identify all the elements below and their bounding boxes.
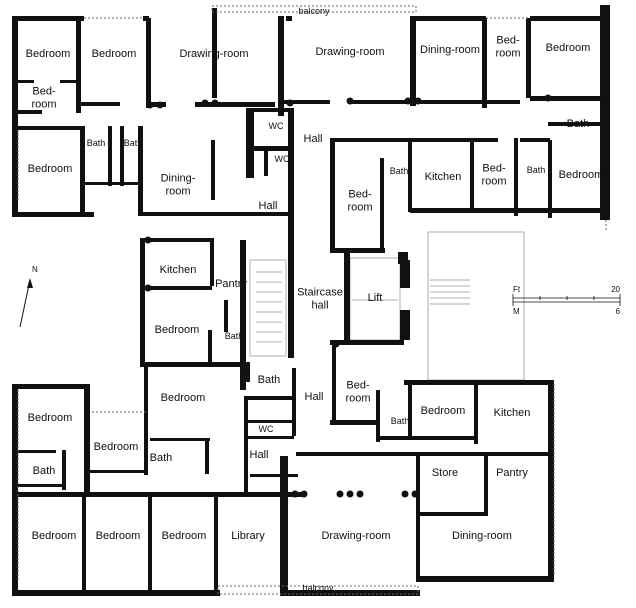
room-label: Bath — [527, 165, 546, 175]
room-label: Pantry — [496, 467, 528, 479]
room-label: WC — [259, 424, 274, 434]
room-label: Drawing-room — [315, 46, 384, 58]
room-label: Bedroom — [161, 392, 206, 404]
room-label: Lift — [368, 292, 383, 304]
room-label: Bath — [225, 331, 244, 341]
room-label: Bath — [258, 374, 281, 386]
room-label: Hall — [305, 391, 324, 403]
scale-bar: Ft 20 M 6 — [512, 285, 621, 316]
room-label: WC — [275, 154, 290, 164]
room-label: Hall — [304, 133, 323, 145]
room-label: Bedroom — [546, 42, 591, 54]
room-label: Bedroom — [26, 48, 71, 60]
room-label: Bed-room — [347, 189, 372, 214]
central-walls — [140, 231, 525, 390]
room-label: WC — [269, 121, 284, 131]
room-label: Bedroom — [32, 530, 77, 542]
balcony-label-north: balcony — [298, 6, 330, 16]
room-label: Bath — [87, 138, 106, 148]
north-arrow: N — [19, 265, 38, 328]
room-label: Bedroom — [155, 324, 200, 336]
room-label: Bath — [391, 416, 410, 426]
room-label: Bath — [124, 138, 143, 148]
room-label: Kitchen — [160, 264, 197, 276]
balcony-label-south: balcony — [302, 583, 334, 593]
room-label: Bedroom — [94, 441, 139, 453]
scale-m-label: M — [513, 307, 520, 316]
room-label: Pantry — [215, 278, 247, 290]
room-label: Store — [432, 467, 458, 479]
room-label: Drawing-room — [321, 530, 390, 542]
columns — [144, 94, 610, 498]
room-label: Bath — [33, 465, 56, 477]
room-label: Bath — [567, 118, 590, 130]
room-label: Bedroom — [96, 530, 141, 542]
window-lines — [17, 17, 607, 595]
room-label: Bath — [390, 166, 409, 176]
room-label: Bath — [150, 452, 173, 464]
room-label: Bedroom — [28, 163, 73, 175]
room-label: Bed-room — [481, 163, 506, 188]
scale-m-max: 6 — [616, 307, 621, 316]
south-wing-walls — [12, 344, 554, 596]
room-label: Hall — [250, 449, 269, 461]
room-label: Dining-room — [161, 173, 196, 198]
north-label: N — [32, 265, 38, 274]
scale-ft-label: Ft — [513, 285, 521, 294]
room-label: Bed-room — [31, 86, 56, 111]
room-label: Bedroom — [92, 48, 137, 60]
room-label: Bedroom — [421, 405, 466, 417]
room-label: Bed-room — [345, 380, 370, 405]
room-label: Dining-room — [420, 44, 480, 56]
north-wing-walls — [12, 5, 610, 253]
room-label: Bedroom — [162, 530, 207, 542]
room-label: Bedroom — [28, 412, 73, 424]
scale-ft-max: 20 — [611, 285, 620, 294]
room-label: Library — [231, 530, 265, 542]
room-label: Kitchen — [425, 171, 462, 183]
room-labels: Bedroom Bedroom Drawing-room Drawing-roo… — [26, 6, 604, 593]
room-label: Drawing-room — [179, 48, 248, 60]
room-label: Bed-room — [495, 35, 520, 60]
room-label: Kitchen — [494, 407, 531, 419]
room-label: Hall — [259, 200, 278, 212]
room-label: Bedroom — [559, 169, 604, 181]
room-label: Dining-room — [452, 530, 512, 542]
